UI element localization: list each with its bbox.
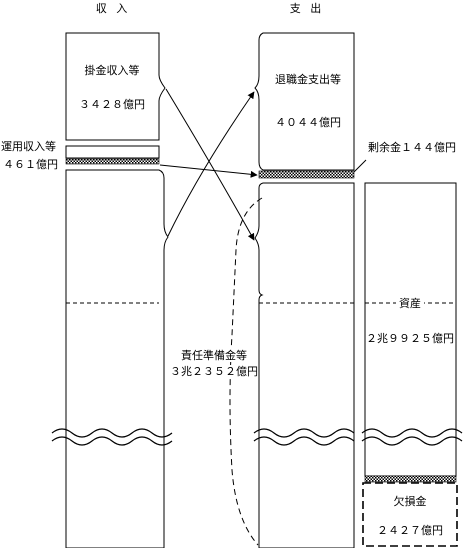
expense-header: 支 出 — [289, 2, 325, 15]
surplus-leader — [353, 159, 367, 173]
reserve-income-box — [65, 169, 169, 548]
assets-value: ２兆９９２５億円 — [366, 332, 454, 345]
income-header: 収 入 — [95, 2, 131, 15]
investment-hatch — [65, 158, 160, 165]
assets-label: 資産 — [396, 297, 424, 310]
break-left — [40, 425, 180, 446]
reserve-dashed-curve — [229, 197, 263, 546]
investment-box — [65, 145, 160, 159]
surplus-label: 剰余金１４４億円 — [368, 141, 456, 154]
reserve-expense-box — [254, 182, 355, 548]
deficit-box — [362, 482, 458, 547]
investment-label: 運用収入等 — [1, 140, 56, 153]
reserve-label: 責任準備金等 — [181, 349, 247, 362]
arrow-investment-to-surplus — [159, 164, 258, 178]
receivables-box — [65, 32, 166, 141]
arrow-receivables-to-reserve — [165, 88, 255, 241]
break-mid — [250, 425, 365, 446]
receivables-value: ３４２８億円 — [79, 98, 145, 111]
receivables-label: 掛金収入等 — [84, 64, 140, 77]
surplus-hatch — [258, 170, 355, 179]
retirement-box — [254, 32, 355, 171]
deficit-label: 欠損金 — [393, 495, 427, 508]
arrow-receivables-to-retirement — [167, 91, 255, 237]
investment-value: ４６１億円 — [3, 158, 58, 171]
deficit-value: ２４２７億円 — [377, 524, 443, 537]
retirement-label: 退職金支出等 — [275, 73, 341, 86]
reserve-value: ３兆２３５２億円 — [170, 365, 258, 378]
break-right — [360, 425, 464, 446]
assets-hatch — [364, 475, 457, 483]
retirement-value: ４０４４億円 — [275, 116, 341, 129]
